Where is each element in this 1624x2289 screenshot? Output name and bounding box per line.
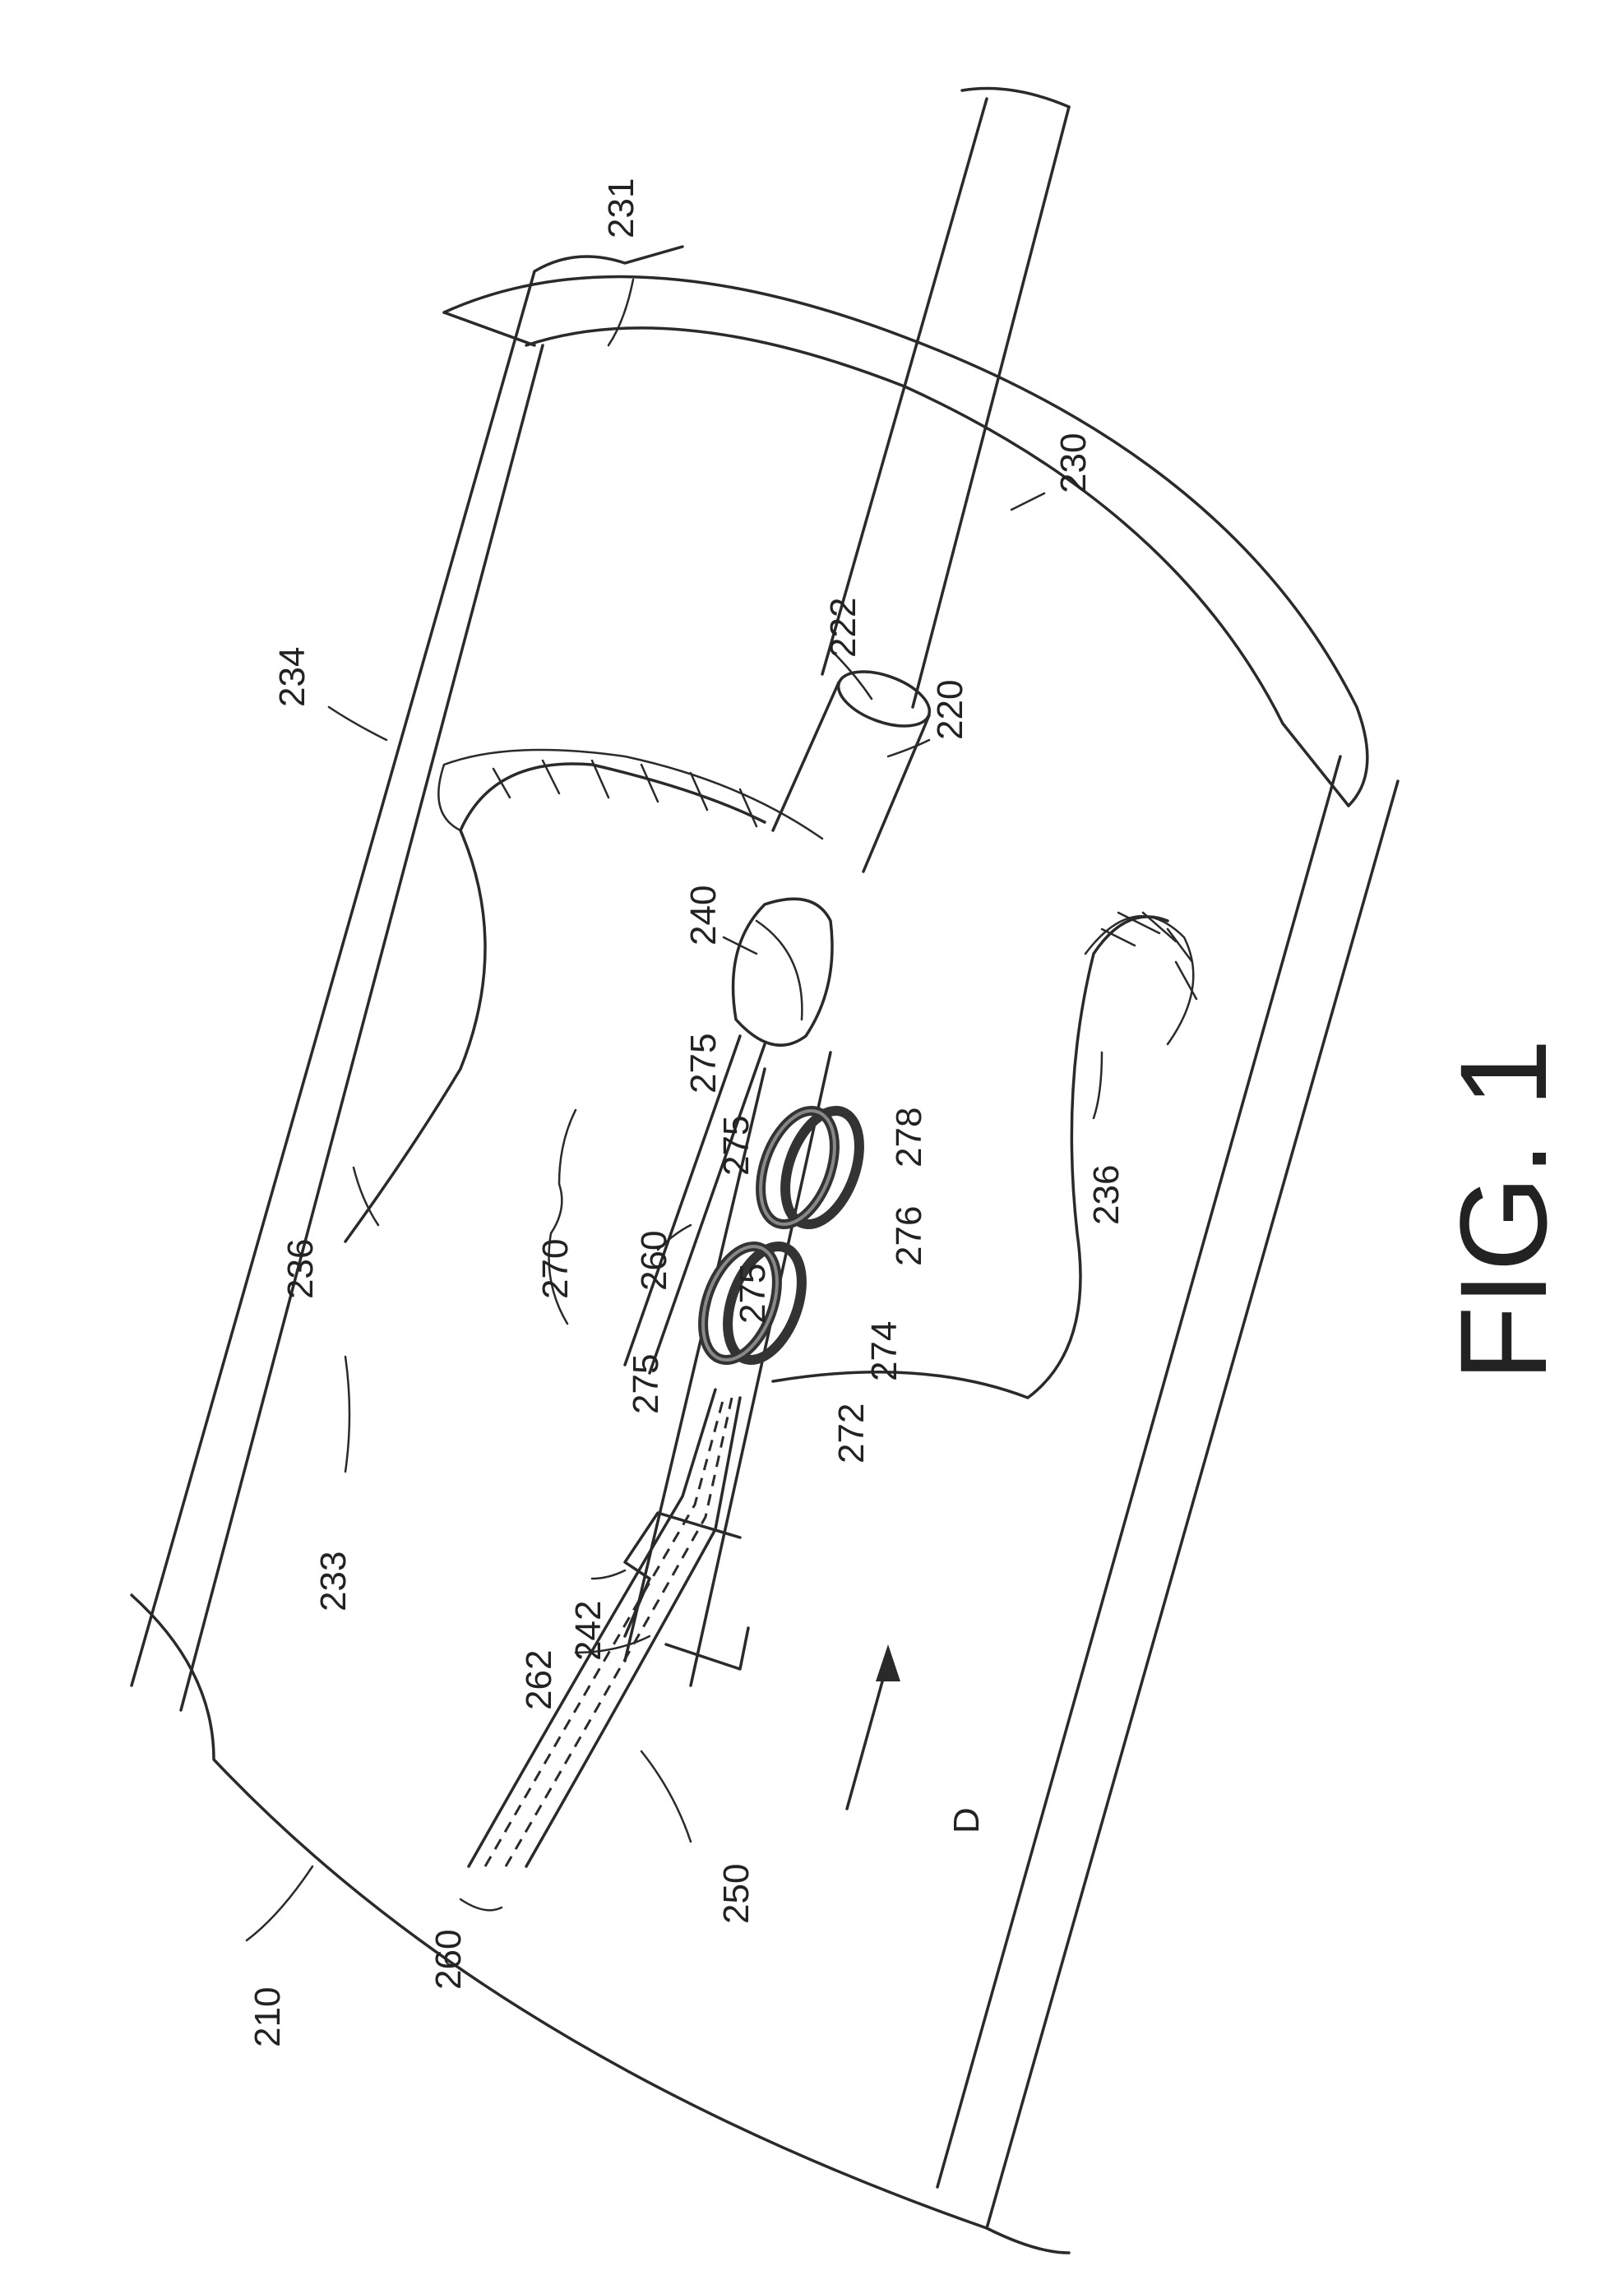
balloon-240-crease xyxy=(756,921,802,1020)
vessel-upper-wall-inner xyxy=(181,345,543,1710)
label-242: 242 xyxy=(568,1601,608,1661)
label-231: 231 xyxy=(601,178,641,238)
label-274: 274 xyxy=(864,1321,905,1381)
leader-233 xyxy=(345,1357,349,1472)
vessel-lower-wall xyxy=(987,781,1398,2228)
label-236b: 236 xyxy=(1086,1165,1127,1225)
element-242-base xyxy=(666,1628,748,1669)
vessel-distal-rim xyxy=(444,312,1349,806)
label-234: 234 xyxy=(272,647,312,707)
lesion-upper xyxy=(345,764,765,1242)
lesion-lower-hatch xyxy=(1085,913,1196,1044)
label-250: 250 xyxy=(716,1864,756,1924)
leader-260a xyxy=(460,1899,502,1910)
label-d: D xyxy=(946,1807,987,1834)
braided-shaft-dash2 xyxy=(506,1398,732,1866)
arrow-d-head xyxy=(876,1644,900,1681)
label-262: 262 xyxy=(519,1650,559,1710)
leader-242 xyxy=(592,1570,625,1579)
label-270: 270 xyxy=(535,1239,576,1299)
label-230: 230 xyxy=(1053,433,1094,493)
vessel-lower-wall-inner xyxy=(937,756,1340,2187)
label-275c: 275 xyxy=(733,1264,773,1324)
element-242 xyxy=(625,1513,740,1636)
balloon-240 xyxy=(733,899,832,1045)
leader-234 xyxy=(329,707,386,740)
inner-shaft-lower xyxy=(691,1052,831,1686)
leader-236b xyxy=(1094,1052,1102,1118)
label-236a: 236 xyxy=(280,1239,321,1299)
label-260b: 260 xyxy=(634,1231,674,1291)
figure-caption: FIG. 1 xyxy=(1434,1038,1572,1381)
label-275a: 275 xyxy=(683,1034,724,1094)
label-210: 210 xyxy=(248,1987,288,2047)
label-272: 272 xyxy=(831,1403,872,1464)
arrow-d-shaft xyxy=(847,1661,888,1809)
catheter-220-upper xyxy=(773,682,839,830)
label-222: 222 xyxy=(823,598,863,658)
label-220: 220 xyxy=(930,680,970,740)
label-233: 233 xyxy=(313,1551,354,1612)
leader-250 xyxy=(641,1751,691,1842)
label-278: 278 xyxy=(889,1108,929,1168)
catheter-230-upper xyxy=(822,99,987,674)
leader-230 xyxy=(1011,493,1044,510)
leader-220 xyxy=(888,740,929,756)
vessel-upper-wall xyxy=(132,247,682,1686)
label-260a: 260 xyxy=(428,1930,469,1990)
leader-231 xyxy=(608,280,633,345)
leader-236a xyxy=(354,1168,378,1225)
label-275d: 275 xyxy=(626,1354,666,1414)
leader-210 xyxy=(247,1866,312,1940)
catheter-230-lower xyxy=(913,107,1069,707)
catheter-220-lower xyxy=(863,715,929,872)
catheter-230-end xyxy=(962,89,1069,108)
label-276: 276 xyxy=(889,1206,929,1266)
lesion-upper-hatch xyxy=(438,750,822,839)
label-240: 240 xyxy=(683,886,724,946)
vessel-left-edge xyxy=(132,1595,1069,2253)
label-275b: 275 xyxy=(716,1116,756,1176)
